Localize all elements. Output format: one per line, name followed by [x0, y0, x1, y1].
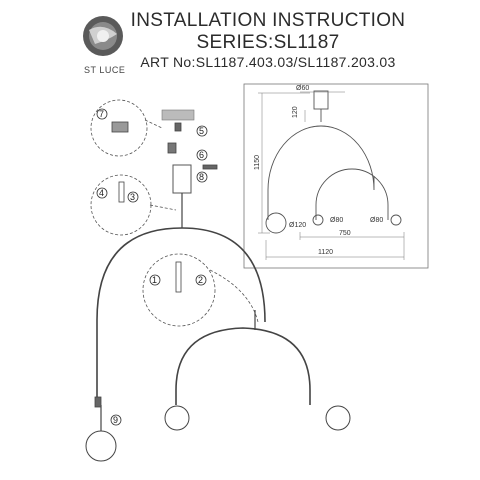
- step-2: 2: [198, 275, 203, 285]
- dimension-lines: [258, 91, 405, 260]
- series-label: SERIES:SL1187: [196, 32, 340, 53]
- brand-logo-icon: [83, 16, 123, 56]
- step-8: 8: [199, 172, 204, 182]
- article-number: ART No:SL1187.403.03/SL1187.203.03: [140, 54, 396, 70]
- dimension-drawing-frame: [243, 83, 429, 269]
- brand-name: ST LUCE: [84, 65, 126, 75]
- step-5: 5: [199, 126, 204, 136]
- dimension-drawing-lamp: [265, 90, 402, 234]
- dim-height-120: 120: [292, 106, 299, 118]
- detail-callouts: [90, 99, 259, 327]
- step-3: 3: [130, 192, 135, 202]
- dim-diameter-120: Ø120: [289, 222, 306, 229]
- step-9: 9: [113, 415, 118, 425]
- dim-diameter-60: Ø60: [296, 85, 309, 92]
- step-4: 4: [99, 188, 104, 198]
- step-6: 6: [199, 150, 204, 160]
- dim-height-1150: 1150: [254, 155, 261, 170]
- dim-diameter-80-right: Ø80: [370, 217, 383, 224]
- detail-parts-icon: [94, 121, 218, 408]
- lamp-illustration: [85, 109, 351, 462]
- dim-width-1120: 1120: [318, 249, 333, 256]
- dim-width-750: 750: [339, 230, 351, 237]
- step-1: 1: [152, 275, 157, 285]
- step-7: 7: [99, 109, 104, 119]
- dim-diameter-80-left: Ø80: [330, 217, 343, 224]
- page-title: INSTALLATION INSTRUCTION: [130, 10, 406, 31]
- step-markers: 5 6 8 7 4 3 1 2 9: [96, 108, 208, 426]
